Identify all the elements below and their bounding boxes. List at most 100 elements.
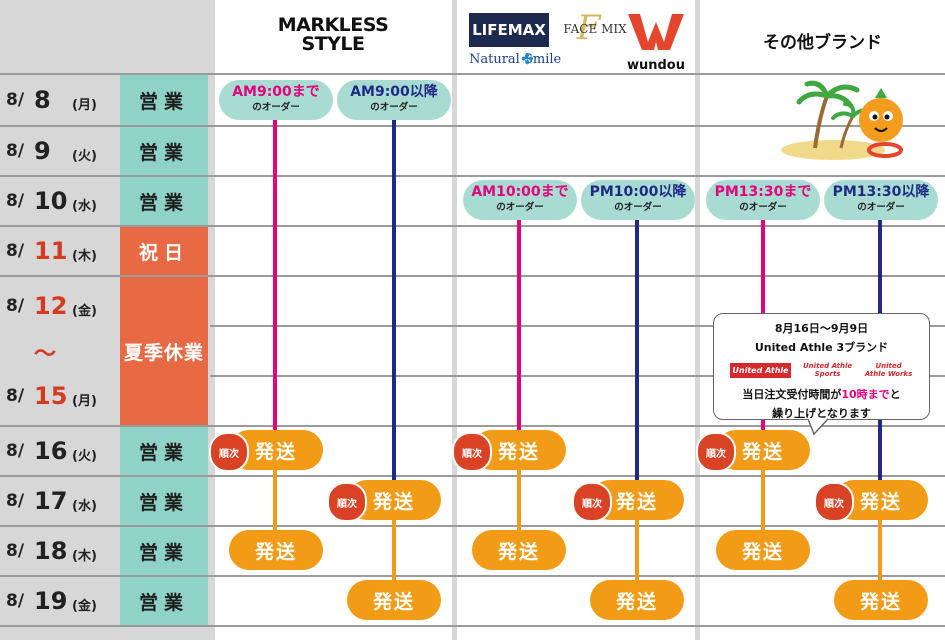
date-day: 15 <box>34 382 68 410</box>
facemix-text: FACE MIX <box>563 22 627 36</box>
united-athle-works-logo: United Athle Works <box>864 362 913 378</box>
date-day: 11 <box>34 237 68 265</box>
natural-smile-heart-icon: ✤ <box>521 50 534 68</box>
date-row-8-10: 8/ 10 (水) <box>6 181 116 231</box>
date-day: 8 <box>34 86 51 114</box>
wundou-text: wundou <box>626 58 685 73</box>
date-weekday: (水) <box>72 199 97 214</box>
sequential-badge: 順次 <box>209 432 249 472</box>
date-day: 18 <box>34 537 68 565</box>
cutoff-time: PM10:00以降 <box>589 184 687 200</box>
date-row-8-18: 8/ 18 (木) <box>6 531 116 581</box>
cutoff-time: PM13:30まで <box>714 184 812 200</box>
status-business-day: 営業 <box>120 427 208 475</box>
date-row-8-11: 8/ 11 (木) <box>6 231 116 281</box>
row-divider <box>0 525 945 527</box>
row-divider <box>0 225 945 227</box>
notice-brands: United Athle 3ブランド <box>754 341 889 354</box>
status-business-day: 営業 <box>120 527 208 575</box>
row-divider <box>0 275 945 277</box>
sequential-badge: 順次 <box>327 482 367 522</box>
date-month: 8/ <box>6 90 25 110</box>
markless-style-logo: MARKLESS STYLE <box>277 14 389 55</box>
date-weekday: (金) <box>72 304 97 319</box>
natural-smile-text: Natural Smile <box>469 52 562 67</box>
date-month: 8/ <box>6 541 25 561</box>
markless-ship-8-19: 発送 <box>347 580 441 620</box>
date-month: 8/ <box>6 591 25 611</box>
sequential-badge: 順次 <box>696 432 736 472</box>
lifemax-after-line-shipping <box>635 515 639 585</box>
sequential-badge: 順次 <box>814 482 854 522</box>
date-weekday: (水) <box>72 499 97 514</box>
date-month: 8/ <box>6 386 25 406</box>
date-row-8-12: 8/ 12 (金) <box>6 286 116 336</box>
facemix-f-mark: F <box>577 8 601 48</box>
date-month: 8/ <box>6 491 25 511</box>
notice-brand-logos: United Athle United Athle Sports United … <box>714 360 929 380</box>
united-athle-logo: United Athle <box>730 362 791 378</box>
date-day: 10 <box>34 187 68 215</box>
other-cutoff-before: PM13:30まで のオーダー <box>706 180 820 220</box>
cutoff-time: PM13:30以降 <box>832 184 930 200</box>
lifemax-cutoff-before: AM10:00まで のオーダー <box>463 180 577 220</box>
other-brands-header: その他ブランド <box>763 33 882 53</box>
date-row-8-16: 8/ 16 (火) <box>6 431 116 481</box>
other-before-line-shipping <box>761 465 765 535</box>
markless-after-line-shipping <box>392 515 396 585</box>
lifemax-after-line <box>635 215 639 485</box>
lifemax-before-line-shipping <box>517 465 521 535</box>
row-divider <box>0 125 945 127</box>
status-business-day: 営業 <box>120 177 208 225</box>
row-divider <box>210 325 945 327</box>
beach-island-illustration <box>781 80 903 160</box>
status-business-day: 営業 <box>120 75 208 125</box>
sequential-badge: 順次 <box>572 482 612 522</box>
wundou-mark-icon <box>628 14 684 50</box>
notice-bubble-tail <box>808 418 829 436</box>
row-divider <box>210 375 945 377</box>
date-month: 8/ <box>6 141 25 161</box>
notice-period: 8月16日〜9月9日 <box>774 322 869 335</box>
cutoff-sub: のオーダー <box>496 202 544 213</box>
other-after-line-shipping <box>878 515 882 585</box>
lifemax-before-line <box>517 215 521 440</box>
cutoff-sub: のオーダー <box>614 202 662 213</box>
date-row-8-17: 8/ 17 (水) <box>6 481 116 531</box>
lifemax-ship-8-18: 発送 <box>472 530 566 570</box>
date-day: 19 <box>34 587 68 615</box>
status-national-holiday: 祝日 <box>120 227 208 275</box>
other-cutoff-after: PM13:30以降 のオーダー <box>824 180 938 220</box>
lifemax-ship-8-19: 発送 <box>590 580 684 620</box>
status-summer-closure: 夏季休業 <box>120 277 208 425</box>
notice-line1-pre: 当日注文受付時間が <box>742 388 842 401</box>
date-month: 8/ <box>6 241 25 261</box>
wundou-logo: wundou <box>626 12 686 73</box>
date-range-tilde: 〜 <box>34 342 57 367</box>
markless-before-line <box>273 115 277 440</box>
status-business-day: 営業 <box>120 127 208 175</box>
date-weekday: (木) <box>72 249 97 264</box>
row-divider <box>0 73 945 75</box>
lifemax-logo: LIFEMAX <box>469 13 549 47</box>
date-weekday: (月) <box>72 98 97 113</box>
cutoff-sub: のオーダー <box>370 102 418 113</box>
other-ship-8-19: 発送 <box>834 580 928 620</box>
cutoff-sub: のオーダー <box>857 202 905 213</box>
markless-cutoff-before: AM9:00まで のオーダー <box>219 80 333 120</box>
date-row-8-19: 8/ 19 (金) <box>6 581 116 631</box>
row-divider <box>0 175 945 177</box>
markless-before-line-shipping <box>273 465 277 535</box>
date-month: 8/ <box>6 191 25 211</box>
lifemax-cutoff-after: PM10:00以降 のオーダー <box>581 180 695 220</box>
date-weekday: (金) <box>72 599 97 614</box>
sequential-badge: 順次 <box>452 432 492 472</box>
status-business-day: 営業 <box>120 477 208 525</box>
date-weekday: (火) <box>72 449 97 464</box>
date-day: 12 <box>34 292 68 320</box>
row-divider <box>0 625 945 627</box>
natural-smile-logo: ✤ Natural Smile <box>469 50 589 68</box>
other-ship-8-18: 発送 <box>716 530 810 570</box>
cutoff-time: AM9:00以降 <box>350 84 438 100</box>
date-weekday: (木) <box>72 549 97 564</box>
